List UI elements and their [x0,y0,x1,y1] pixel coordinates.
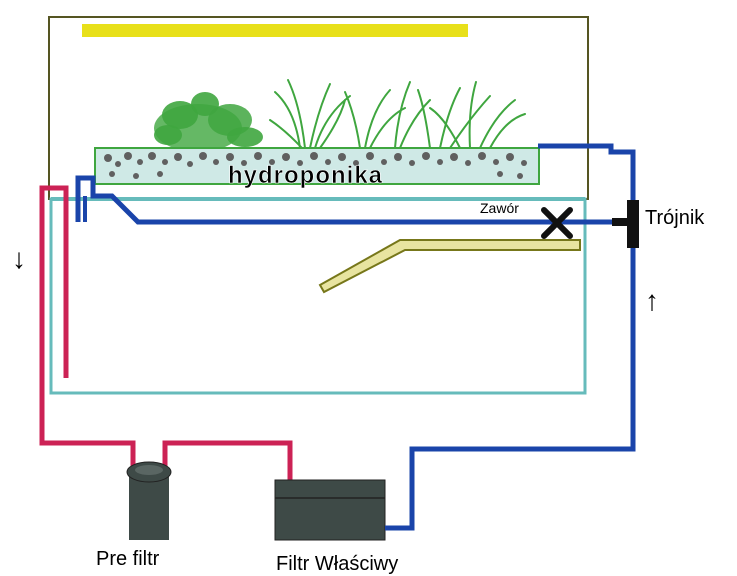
blue-pipe-return [385,143,636,531]
grass-plants [269,79,526,149]
blue-pipe-tee-branch [75,175,633,225]
valve-label: Zawór [480,200,519,216]
gravel [104,152,527,179]
main-filter [274,479,386,541]
red-pipe [39,185,293,480]
tee-label: Trójnik [645,207,705,229]
down-arrow-icon: ↓ [12,243,26,274]
prefilter [126,461,172,540]
valve-icon [541,207,573,239]
tee-fitting [612,200,639,248]
aquarium-tank [49,197,587,395]
overflow-tube [318,239,581,294]
hydroponika-label: hydroponika [228,162,383,189]
bushy-plant [154,92,263,152]
up-arrow-icon: ↑ [645,285,659,316]
prefilter-label: Pre filtr [96,548,160,570]
mainfilter-label: Filtr Właściwy [276,553,398,575]
light-bar [82,24,468,37]
